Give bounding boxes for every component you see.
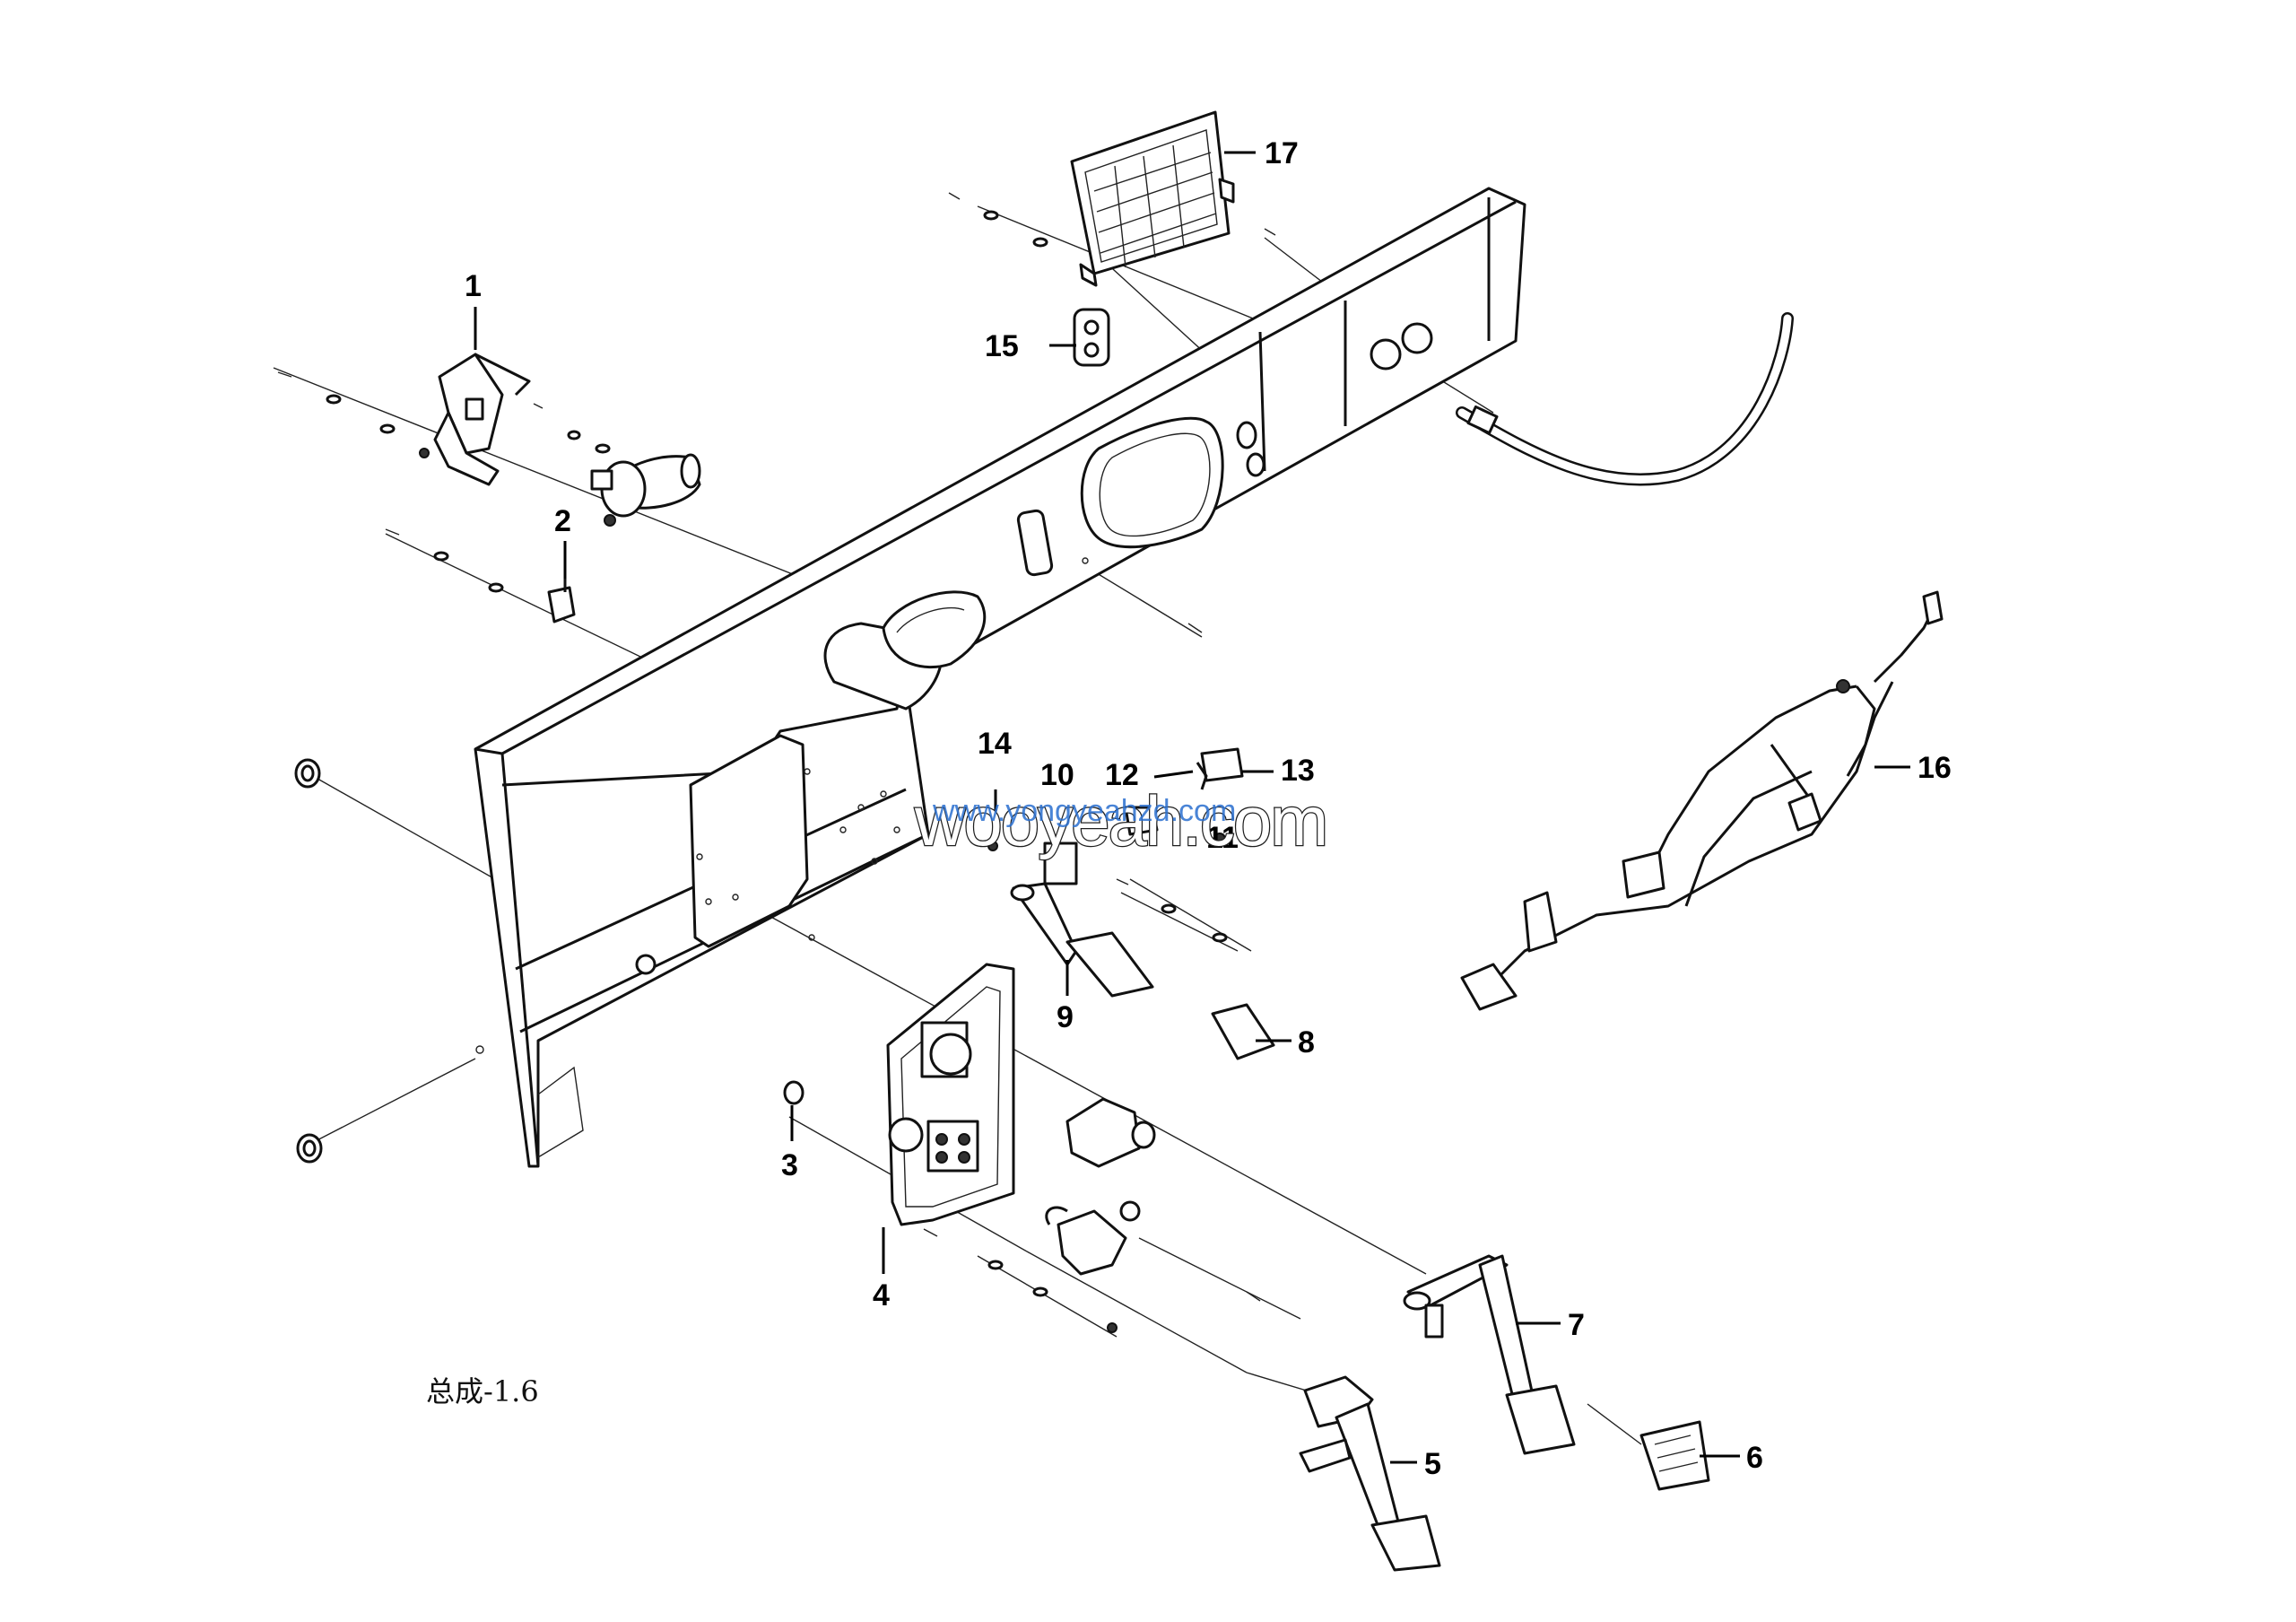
control-cable [1456,312,1794,486]
callout-16: 16 [1918,751,1952,785]
leader-lines [474,151,1910,1464]
watermark-url: www.yongyeahzd.com [932,794,1236,828]
callout-11: 11 [1206,821,1239,855]
part-3-grommet [783,1080,804,1105]
callout-17: 17 [1265,136,1299,170]
part-1-wiper-motor-bracket [433,353,701,527]
callout-7: 7 [1568,1308,1585,1342]
part-7-clutch-pedal [1403,1254,1576,1455]
callout-6: 6 [1746,1441,1763,1475]
watermark-main: wooyeah.com [914,781,1326,860]
dash-panel [474,187,1526,1168]
callout-4: 4 [873,1278,890,1312]
part-6-pedal-pad [1639,1420,1710,1491]
callout-12: 12 [1105,758,1139,792]
callout-8: 8 [1298,1025,1315,1060]
callout-9: 9 [1057,1000,1074,1034]
part-17-vent-grille [1070,110,1235,287]
callout-labels: 1 2 3 4 5 6 7 8 9 10 11 12 13 14 15 16 1… [465,136,1952,1481]
callout-5: 5 [1424,1447,1441,1481]
callout-3: 3 [781,1148,798,1182]
part-2-bracket [547,574,576,624]
callout-2: 2 [554,504,571,538]
callout-10: 10 [1040,758,1074,792]
part-5-brake-pedal [1299,1375,1441,1572]
callout-13: 13 [1281,754,1315,788]
parts-10-14-pedal-hardware [987,747,1244,885]
callout-1: 1 [465,269,482,303]
watermark: wooyeah.com www.yongyeahzd.com [913,780,1330,862]
callout-15: 15 [985,329,1019,363]
part-8-accelerator-pad [1211,1003,1275,1060]
part-16-wiring-harness [1460,590,1944,1011]
assembly-caption: 总成-1.6 [426,1374,539,1408]
part-15-bushing-plate [1073,308,1110,367]
part-4-pedal-plate [886,963,1156,1276]
fasteners [277,192,1276,1333]
part-9-accelerator-pedal [1010,882,1154,998]
seal-rings [294,758,323,1164]
callout-14: 14 [978,727,1012,761]
